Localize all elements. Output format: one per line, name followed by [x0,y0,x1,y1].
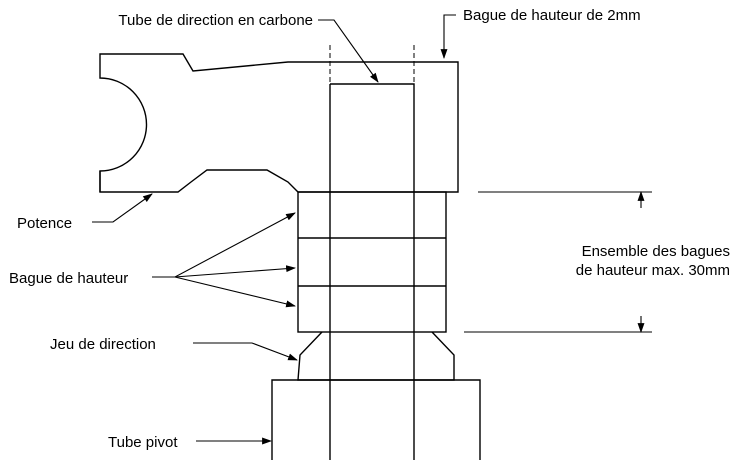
label-stack-line2: de hauteur max. 30mm [576,262,730,279]
stack-dimension [464,191,652,333]
label-spacers: Bague de hauteur [9,270,128,287]
label-carbon-steerer: Tube de direction en carbone [118,12,313,29]
head-tube-shape [271,379,481,460]
label-stack-line1: Ensemble des bagues [582,243,730,260]
spacer-stack [297,191,447,333]
carbon-steerer-tube [329,45,415,192]
label-top-spacer: Bague de hauteur de 2mm [463,7,641,24]
stem-shape [99,53,459,193]
leader-lines [92,14,456,445]
label-stem: Potence [17,215,72,232]
steerer-lines [329,192,415,460]
label-headset: Jeu de direction [50,336,156,353]
label-head-tube: Tube pivot [108,434,178,451]
headset-shape [297,331,455,381]
